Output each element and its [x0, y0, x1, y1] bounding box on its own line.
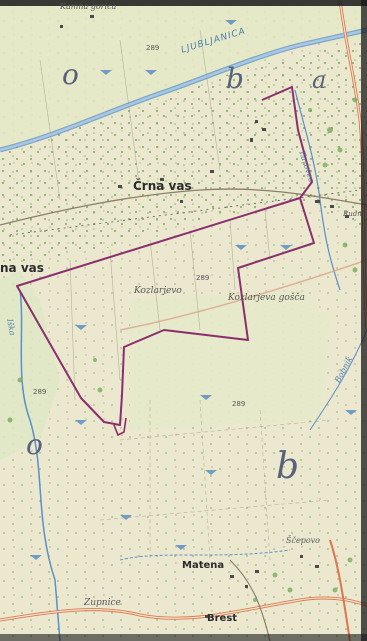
map-letter-a-top: a	[312, 66, 327, 94]
map-letter-o-bottom: o	[26, 428, 43, 461]
locality-kozlarjeva-gosca-label: Kozlarjeva gošča	[228, 293, 305, 303]
elevation-label-2: 289	[196, 274, 210, 282]
village-matena-label: Matena	[182, 560, 225, 571]
elevation-label-1: 289	[146, 44, 160, 52]
locality-scepovo-label: Ščepovo	[286, 536, 320, 545]
map-letter-b-top: b	[226, 62, 244, 95]
right-partial-label: Rudn	[343, 210, 362, 218]
map-letter-b-bottom: b	[276, 446, 300, 487]
village-crna-vas-partial-label: na vas	[0, 261, 44, 275]
locality-zupnice-label: Zupnice	[84, 598, 121, 608]
village-brest-label: Brest	[207, 613, 238, 624]
village-crna-vas-label: Črna vas	[133, 179, 192, 193]
top-partial-label: Kamna gorica	[60, 2, 117, 11]
elevation-label-4: 289	[33, 388, 47, 396]
map-letter-o-top: o	[62, 58, 79, 91]
elevation-label-3: 289	[232, 400, 246, 408]
locality-kozlarjevo-label: Kozlarjevo	[134, 286, 182, 296]
